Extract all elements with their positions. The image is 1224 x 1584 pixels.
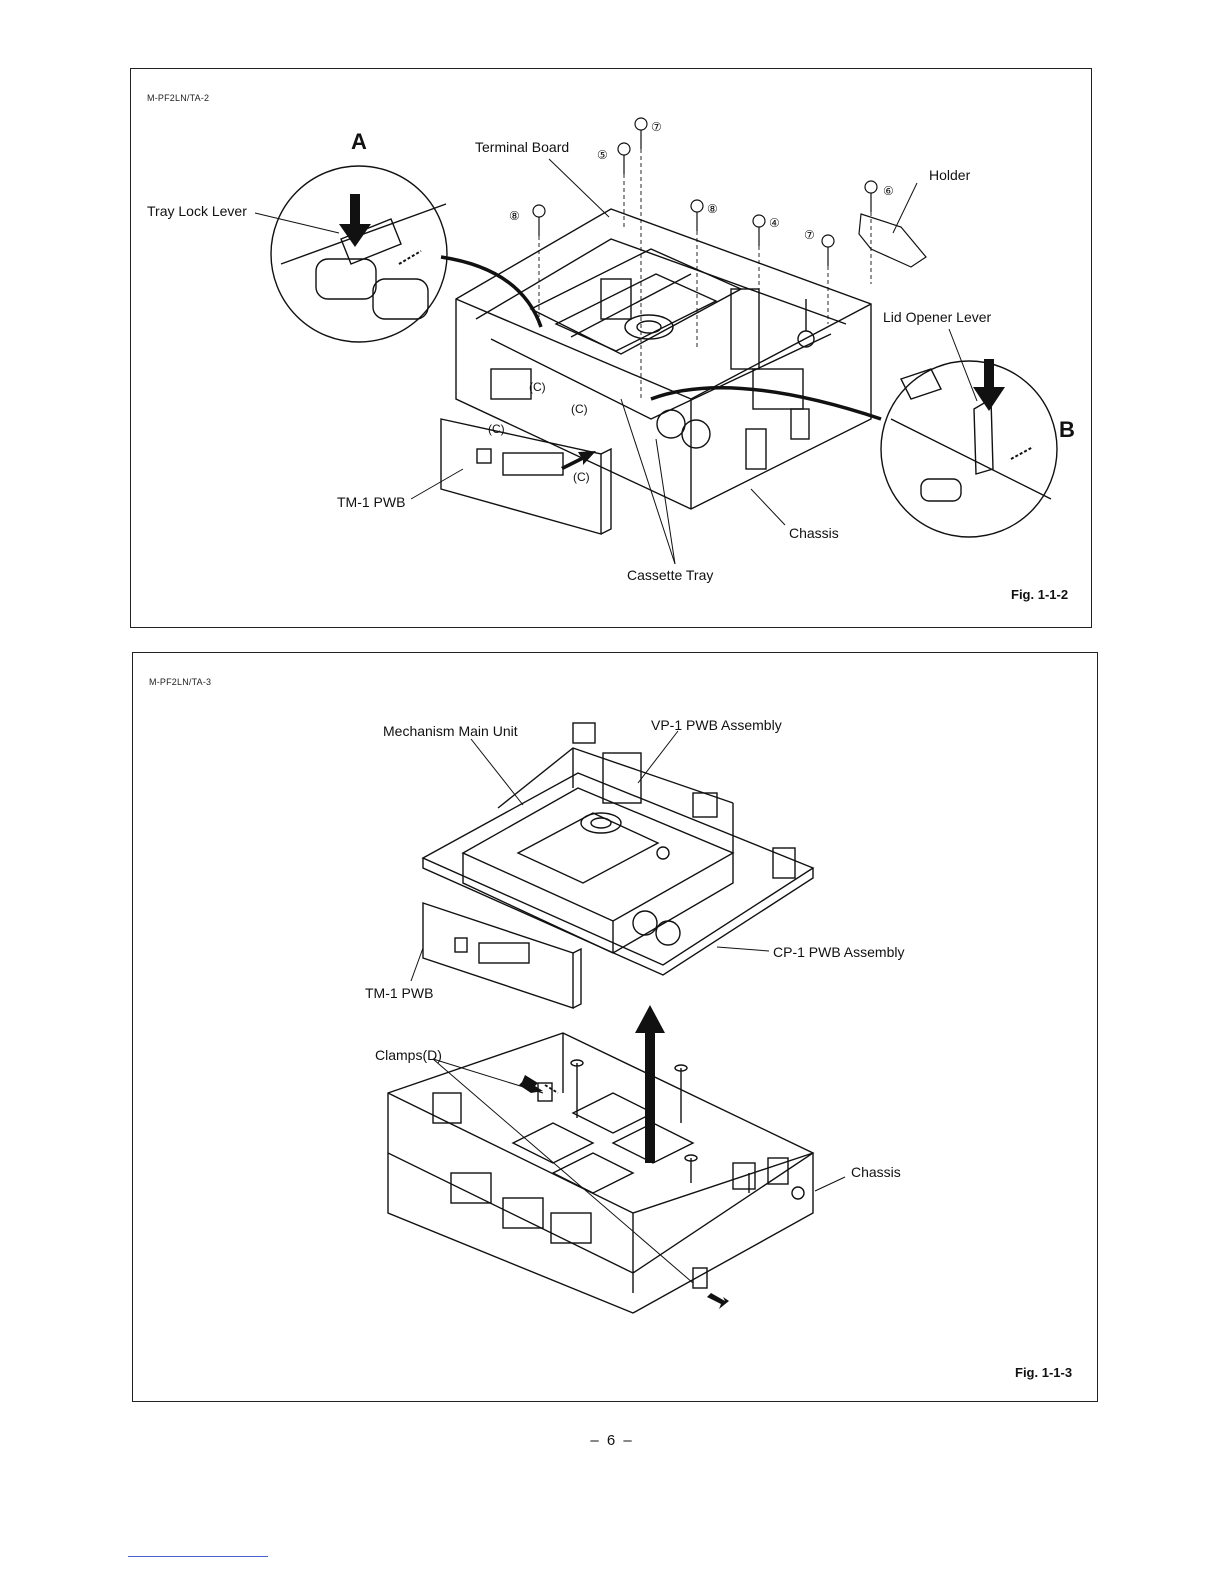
vp1-pwb-assembly-label: VP-1 PWB Assembly xyxy=(651,717,782,733)
lid-opener-lever-label: Lid Opener Lever xyxy=(883,309,991,325)
mechanism-removal-drawing xyxy=(133,653,1097,1401)
mechanism-exploded-drawing: ⑦ ⑤ ⑧ ⑧ ④ ⑦ ⑥ (C) (C) (C) (C) xyxy=(131,69,1091,627)
screw-marker: ⑧ xyxy=(509,209,520,223)
tray-lock-lever-label: Tray Lock Lever xyxy=(147,203,247,219)
cp1-pwb-assembly-label: CP-1 PWB Assembly xyxy=(773,944,904,960)
figure-caption: Fig. 1-1-3 xyxy=(1015,1365,1072,1380)
holder-part xyxy=(859,214,926,267)
holder-label: Holder xyxy=(929,167,970,183)
mechanism-main-unit-label: Mechanism Main Unit xyxy=(383,723,518,739)
detail-circle-a xyxy=(271,166,447,342)
screw-4 xyxy=(753,215,765,246)
detail-a-label: A xyxy=(351,129,367,155)
chassis-outline xyxy=(388,1033,813,1273)
page-number: – 6 – xyxy=(0,1432,1224,1449)
footer-rule xyxy=(128,1556,268,1557)
clip-marker: (C) xyxy=(571,402,588,416)
tm1-pwb-board xyxy=(423,903,573,1008)
screw-7-right xyxy=(822,235,834,266)
figure-caption: Fig. 1-1-2 xyxy=(1011,587,1068,602)
clip-marker: (C) xyxy=(488,422,505,436)
figure-1-1-2-panel: M-PF2LN/TA-2 xyxy=(130,68,1092,628)
clamp-arrow-top xyxy=(519,1075,543,1093)
cassette-tray-label: Cassette Tray xyxy=(627,567,713,583)
clip-marker: (C) xyxy=(573,470,590,484)
clamp-arrow-bottom xyxy=(707,1293,729,1309)
screw-marker: ④ xyxy=(769,216,780,230)
cp1-pwb-board xyxy=(423,773,813,965)
detail-b-label: B xyxy=(1059,417,1075,443)
screw-marker: ⑧ xyxy=(707,202,718,216)
screw-5 xyxy=(618,143,630,174)
screw-8-left xyxy=(533,205,545,236)
clamps-label: Clamps(D) xyxy=(375,1047,442,1063)
screw-7-top xyxy=(635,118,647,149)
down-arrow-a xyxy=(339,194,371,247)
pull-arrow-tm1 xyxy=(561,451,596,470)
screw-8-mid xyxy=(691,200,703,231)
terminal-board-label: Terminal Board xyxy=(475,139,569,155)
chassis-label: Chassis xyxy=(789,525,839,541)
figure-1-1-3-panel: M-PF2LN/TA-3 xyxy=(132,652,1098,1402)
clip-marker: (C) xyxy=(529,380,546,394)
screw-marker: ⑦ xyxy=(651,120,662,134)
screw-marker: ⑤ xyxy=(597,148,608,162)
screw-6 xyxy=(865,181,877,212)
chassis-label: Chassis xyxy=(851,1164,901,1180)
tm1-pwb-label: TM-1 PWB xyxy=(337,494,405,510)
screw-marker: ⑥ xyxy=(883,184,894,198)
lift-arrow xyxy=(635,1005,665,1163)
screw-marker: ⑦ xyxy=(804,228,815,242)
tm1-pwb-label: TM-1 PWB xyxy=(365,985,433,1001)
